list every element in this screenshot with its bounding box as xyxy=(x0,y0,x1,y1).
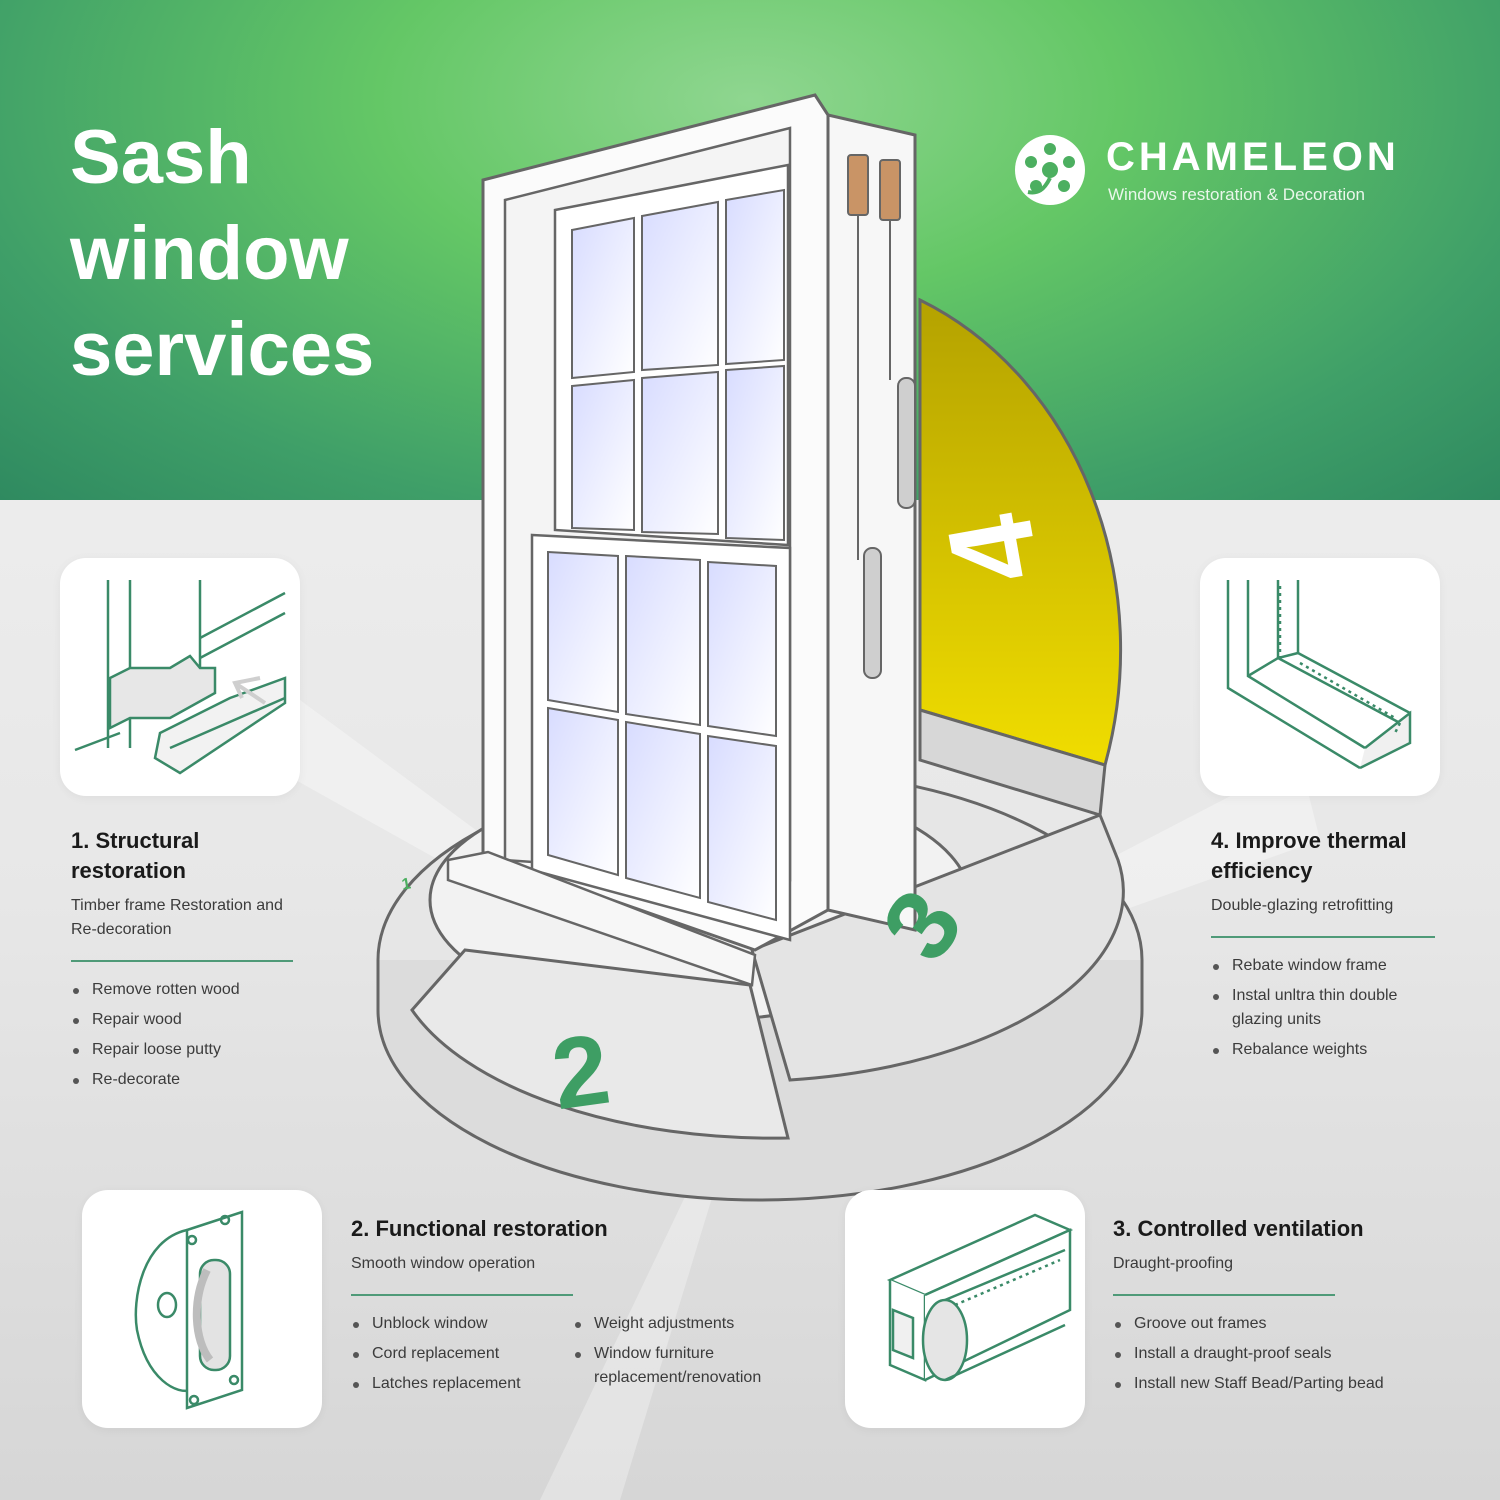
list-item: Instal unltra thin double glazing units xyxy=(1211,984,1435,1032)
list-item: Groove out frames xyxy=(1113,1312,1443,1336)
card-functional xyxy=(82,1190,322,1428)
list-item: Repair wood xyxy=(71,1008,293,1032)
item-list: Unblock window Cord replacement Latches … xyxy=(351,1312,573,1402)
section-subtitle: Double-glazing retrofitting xyxy=(1211,897,1394,914)
list-item: Install a draught-proof seals xyxy=(1113,1342,1443,1366)
section-subtitle: Smooth window operation xyxy=(351,1255,536,1272)
brand-tagline: Windows restoration & Decoration xyxy=(1108,185,1366,204)
card-thermal xyxy=(1200,558,1440,796)
section-subtitle: Timber frame Restoration and Re-decorati… xyxy=(71,897,283,938)
section-functional: 2. Functional restoration Smooth window … xyxy=(351,1214,811,1402)
divider xyxy=(351,1294,573,1296)
divider xyxy=(1113,1294,1335,1296)
list-item: Weight adjustments xyxy=(573,1312,795,1336)
item-list: Remove rotten wood Repair wood Repair lo… xyxy=(71,978,293,1092)
draught-seal-bead-icon xyxy=(886,1213,1074,1382)
item-list: Groove out frames Install a draught-proo… xyxy=(1113,1312,1443,1396)
item-list: Rebate window frame Instal unltra thin d… xyxy=(1211,954,1435,1062)
section-title: 2. Functional restoration xyxy=(351,1216,608,1241)
list-item: Remove rotten wood xyxy=(71,978,293,1002)
section-structural: 1. Structural restoration Timber frame R… xyxy=(71,826,293,1098)
page-title: Sash window services xyxy=(70,115,375,392)
divider xyxy=(71,960,293,962)
divider xyxy=(1211,936,1435,938)
item-columns: Unblock window Cord replacement Latches … xyxy=(351,1312,811,1402)
timber-frame-repair-icon xyxy=(74,580,287,775)
flower-dots-icon xyxy=(1015,135,1085,205)
brand-name: CHAMELEON xyxy=(1106,135,1400,179)
list-item: Unblock window xyxy=(351,1312,573,1336)
brand-logo: CHAMELEON Windows restoration & Decorati… xyxy=(1014,134,1444,224)
section-title: 3. Controlled ventilation xyxy=(1113,1216,1364,1241)
list-item: Repair loose putty xyxy=(71,1038,293,1062)
rebated-frame-icon xyxy=(1226,580,1412,770)
section-ventilation: 3. Controlled ventilation Draught-proofi… xyxy=(1113,1214,1443,1402)
list-item: Latches replacement xyxy=(351,1372,573,1396)
section-title: 4. Improve thermal efficiency xyxy=(1211,828,1407,883)
list-item: Rebalance weights xyxy=(1211,1038,1435,1062)
section-thermal: 4. Improve thermal efficiency Double-gla… xyxy=(1211,826,1435,1068)
card-structural xyxy=(60,558,300,796)
section-title: 1. Structural restoration xyxy=(71,828,200,883)
list-item: Window furniture replacement/renovation xyxy=(573,1342,795,1390)
sash-pulley-icon xyxy=(134,1210,244,1410)
list-item: Rebate window frame xyxy=(1211,954,1435,978)
item-list: Weight adjustments Window furniture repl… xyxy=(573,1312,795,1402)
card-ventilation xyxy=(845,1190,1085,1428)
list-item: Cord replacement xyxy=(351,1342,573,1366)
list-item: Re-decorate xyxy=(71,1068,293,1092)
section-subtitle: Draught-proofing xyxy=(1113,1255,1234,1272)
list-item: Install new Staff Bead/Parting bead xyxy=(1113,1372,1443,1396)
